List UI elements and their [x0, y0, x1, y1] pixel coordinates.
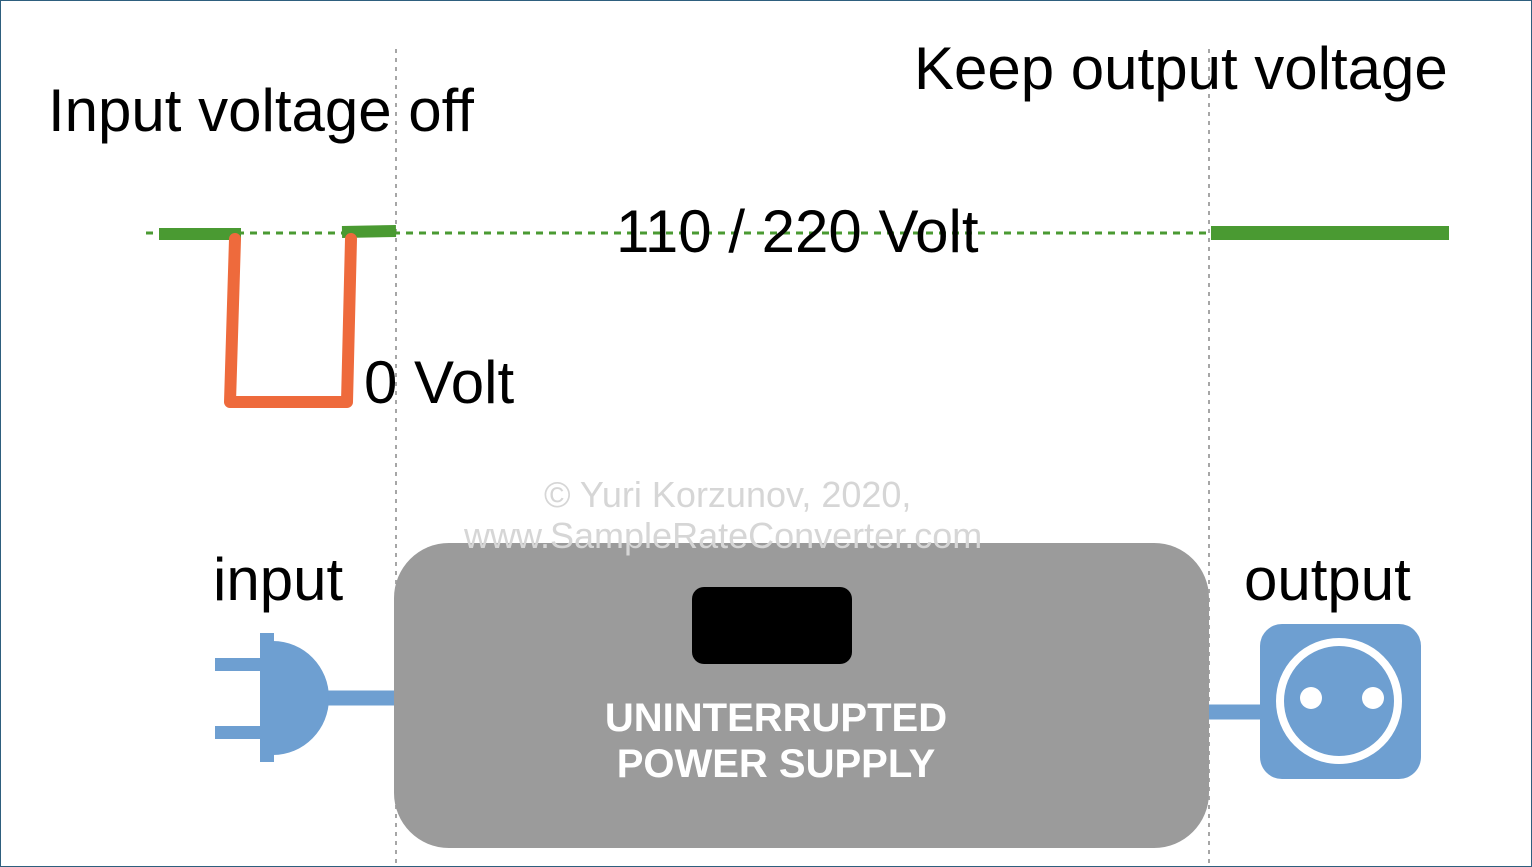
watermark-website: www.SampleRateConverter.com	[464, 515, 983, 556]
input-voltage-on-segment-after	[341, 225, 397, 238]
ups-display	[692, 587, 852, 664]
input-voltage-off-label: Input voltage off	[48, 77, 474, 144]
power-plug-icon	[215, 633, 329, 762]
zero-voltage-label: 0 Volt	[364, 349, 515, 416]
ups-title-line2: POWER SUPPLY	[616, 742, 936, 786]
input-label: input	[213, 546, 344, 613]
ups-title-line1: UNINTERRUPTED	[604, 696, 948, 740]
ups-body	[394, 543, 1209, 848]
output-label: output	[1244, 546, 1411, 613]
watermark-copyright: © Yuri Korzunov, 2020,	[544, 474, 912, 515]
input-voltage-dropout	[224, 233, 357, 408]
power-socket-icon	[1260, 624, 1421, 779]
keep-output-voltage-label: Keep output voltage	[914, 35, 1448, 102]
nominal-voltage-label: 110 / 220 Volt	[616, 198, 979, 265]
